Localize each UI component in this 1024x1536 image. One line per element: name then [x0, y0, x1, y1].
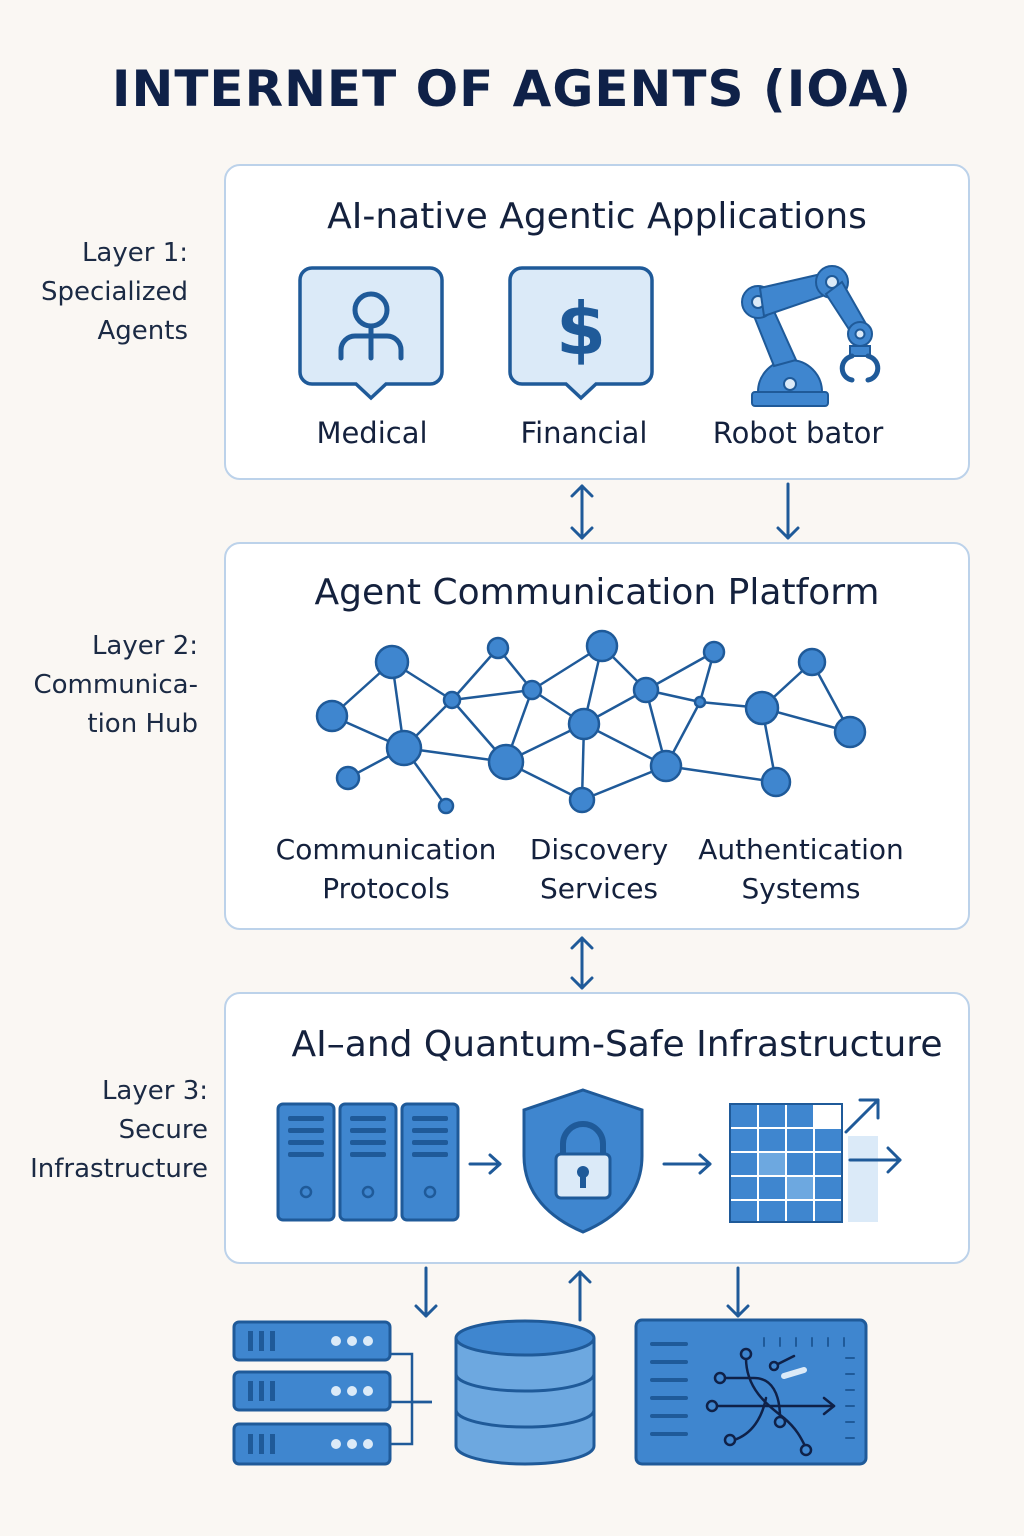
circuit-board-icon	[634, 1318, 868, 1466]
layer-1-label-line: Layer 1:	[81, 238, 188, 268]
bidirectional-arrow-icon	[570, 936, 594, 990]
layer-2-label-line: Communica-	[33, 670, 198, 700]
layer-2-label-line: tion Hub	[87, 709, 198, 739]
down-arrow-icon	[414, 1266, 438, 1318]
svg-text:$: $	[556, 287, 606, 371]
shield-lock-icon	[522, 1088, 644, 1234]
label-line: Discovery	[529, 833, 669, 866]
medical-label: Medical	[316, 416, 428, 450]
network-graph-icon	[315, 629, 867, 815]
layer-3-label-line: Secure	[118, 1115, 208, 1145]
layer-3-bottom-connectors	[414, 1266, 750, 1322]
right-arrow-icon	[662, 1153, 712, 1175]
server-rack-icon	[276, 1102, 460, 1222]
robot-label: Robot bator	[712, 416, 884, 450]
up-arrow-icon	[568, 1270, 592, 1322]
communication-protocols-label: Communication Protocols	[256, 830, 516, 908]
layer-3-panel-title: AI–and Quantum-Safe Infrastructure	[291, 1024, 943, 1065]
layer-1-label-line: Agents	[97, 316, 188, 346]
financial-label: Financial	[520, 416, 648, 450]
label-line: Services	[539, 872, 659, 905]
layer-1-2-connectors	[570, 482, 800, 540]
server-stack-icon	[232, 1320, 432, 1466]
layer-2-label: Layer 2: Communica- tion Hub	[16, 627, 198, 744]
grid-growth-icon	[729, 1098, 902, 1223]
layer-1-label-line: Specialized	[40, 277, 188, 307]
layer-2-panel-title: Agent Communication Platform	[314, 572, 880, 613]
layer-3-label: Layer 3: Secure Infrastructure	[16, 1072, 208, 1189]
dollar-chat-icon: $	[508, 266, 654, 401]
discovery-services-label: Discovery Services	[506, 830, 692, 908]
layer-2-label-line: Layer 2:	[91, 631, 198, 661]
page-title: INTERNET OF AGENTS (IOA)	[111, 60, 913, 118]
label-line: Communication	[275, 833, 497, 866]
down-arrow-icon	[726, 1266, 750, 1318]
robot-arm-icon	[741, 265, 881, 407]
layer-2-panel: Agent Communication Platform	[224, 542, 970, 930]
person-chat-icon	[298, 266, 444, 401]
right-arrow-icon	[468, 1153, 502, 1175]
label-line: Authentication	[698, 833, 904, 866]
authentication-systems-label: Authentication Systems	[686, 830, 916, 908]
down-arrow-icon	[776, 482, 800, 540]
layer-1-label: Layer 1: Specialized Agents	[20, 234, 188, 351]
layer-3-label-line: Infrastructure	[30, 1154, 208, 1184]
layer-1-panel: AI-native Agentic Applications Medical $…	[224, 164, 970, 480]
layer-3-label-line: Layer 3:	[101, 1076, 208, 1106]
label-line: Systems	[741, 872, 861, 905]
bidirectional-arrow-icon	[570, 484, 594, 540]
layer-3-panel: AI–and Quantum-Safe Infrastructure	[224, 992, 970, 1264]
database-icon	[454, 1319, 596, 1466]
layer-1-panel-title: AI-native Agentic Applications	[327, 196, 867, 237]
label-line: Protocols	[322, 872, 450, 905]
